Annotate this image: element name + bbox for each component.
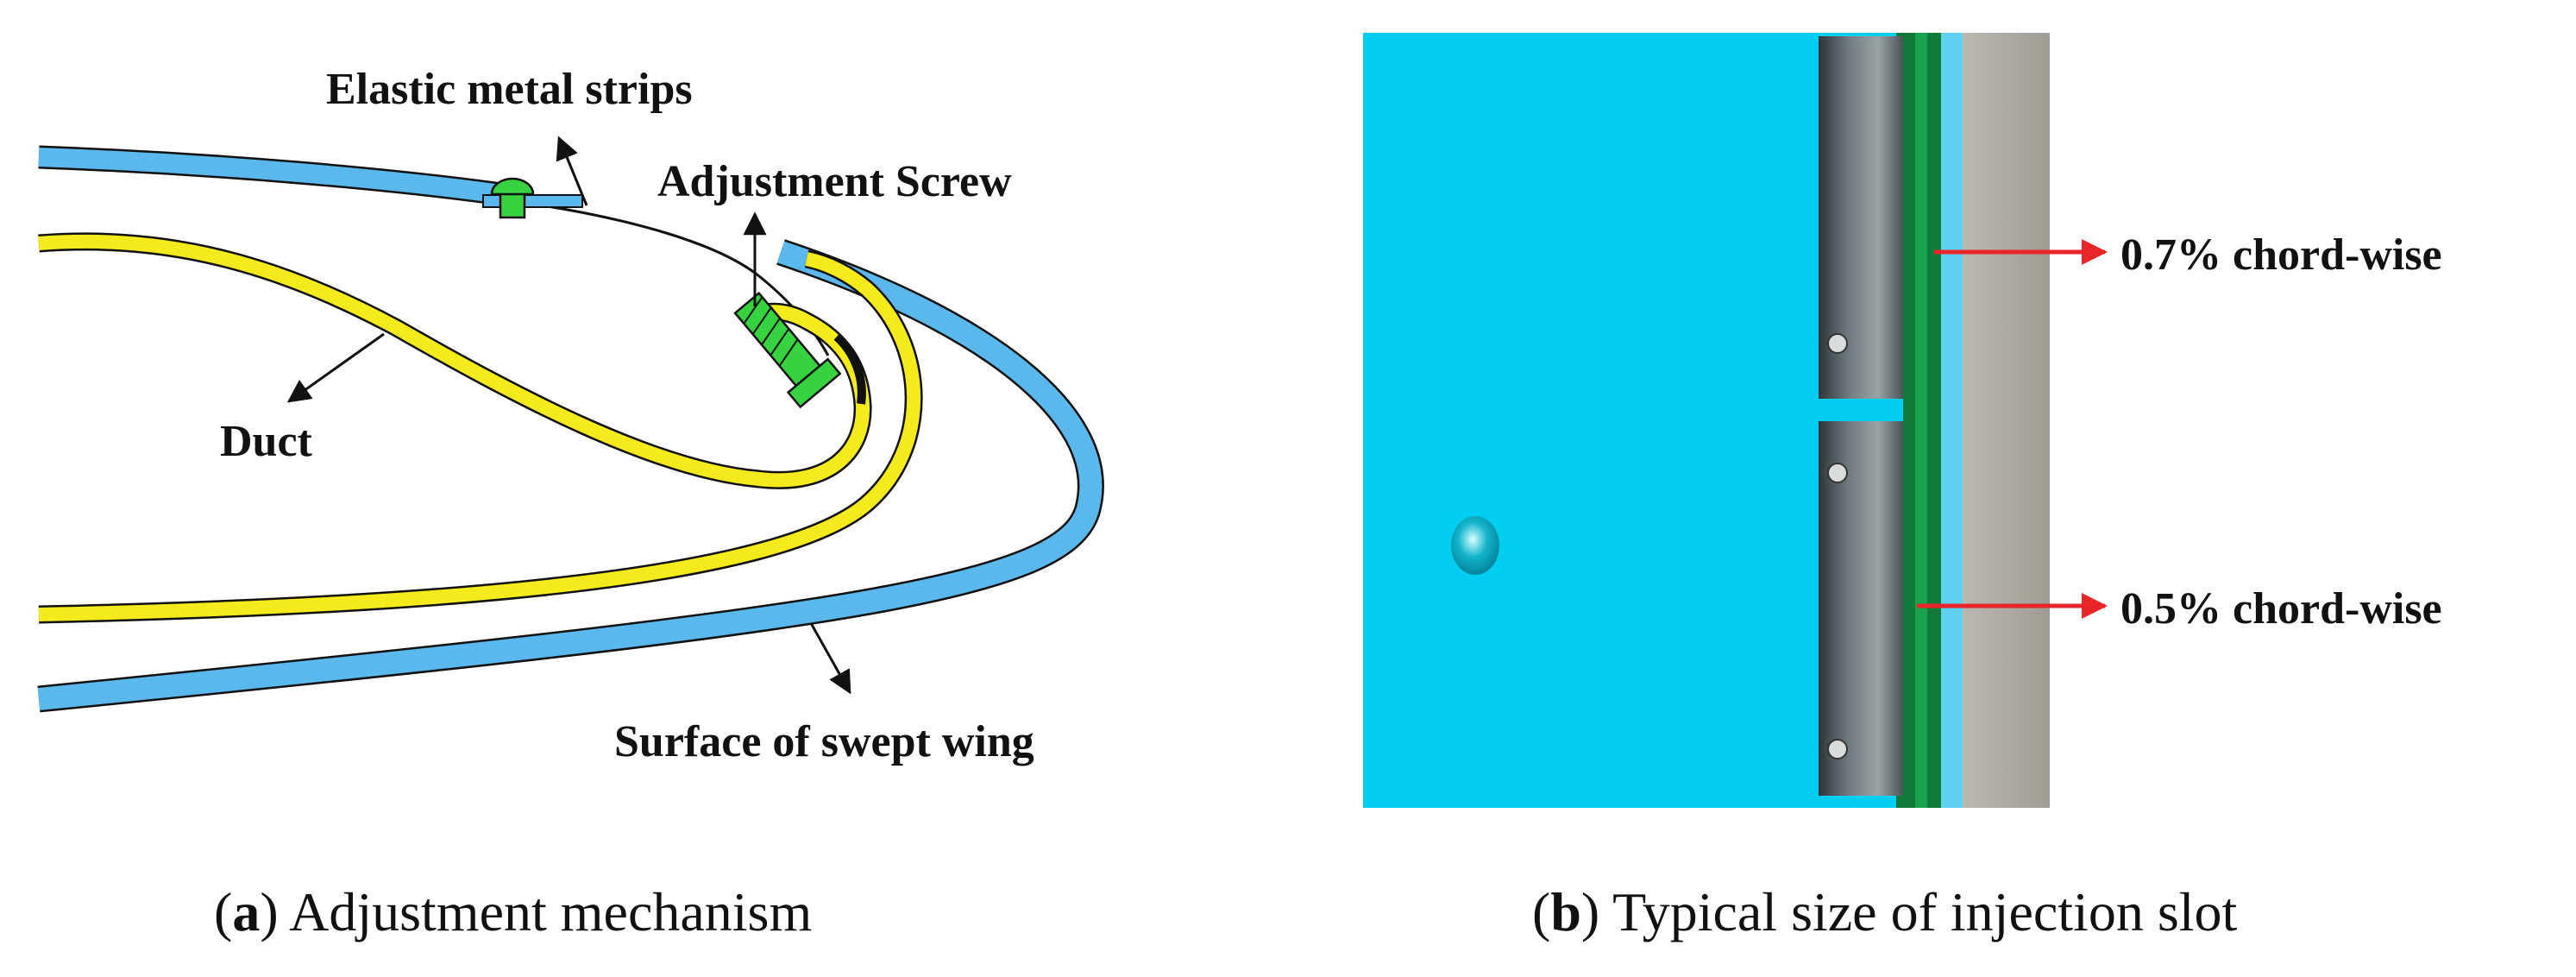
strip-clamp-plate — [482, 194, 583, 208]
caption-a-letter: a — [232, 881, 260, 942]
metal-strip-lower — [1819, 421, 1903, 796]
wing-skin-leading-edge-fill — [37, 241, 1103, 710]
pointer-duct — [286, 332, 385, 403]
pointer-elastic-strips — [556, 136, 588, 206]
panel-hole-icon — [1451, 516, 1499, 575]
label-surface-of-swept-wing: Surface of swept wing — [614, 717, 1034, 766]
caption-a: (a) Adjustment mechanism — [214, 881, 812, 942]
slot-lip — [833, 333, 866, 405]
caption-b: (b) Typical size of injection slot — [1532, 881, 2238, 942]
panel-a-diagram: Elastic metal strips Adjustment Screw Du… — [37, 65, 1104, 766]
photo-grey-wall — [1957, 33, 2050, 808]
label-slot-05: 0.5% chord-wise — [2120, 584, 2442, 633]
duct-outer-wall-fill — [38, 252, 921, 621]
adjustment-screw-icon — [733, 291, 842, 409]
label-duct: Duct — [220, 417, 313, 466]
label-elastic-metal-strips: Elastic metal strips — [326, 65, 693, 114]
label-slot-07: 0.7% chord-wise — [2120, 230, 2442, 280]
strip-screw-icon — [1827, 333, 1848, 760]
caption-a-text: Adjustment mechanism — [289, 881, 812, 942]
rivet-icon — [490, 177, 535, 219]
panel-b-photo — [1363, 33, 2108, 808]
pointer-surface — [809, 622, 851, 695]
duct-inner-wall-fill — [38, 234, 870, 488]
caption-b-text: Typical size of injection slot — [1612, 881, 2237, 942]
label-adjustment-screw: Adjustment Screw — [657, 157, 1012, 206]
caption-b-letter: b — [1550, 881, 1581, 942]
wing-skin-upper-fill — [38, 148, 509, 205]
